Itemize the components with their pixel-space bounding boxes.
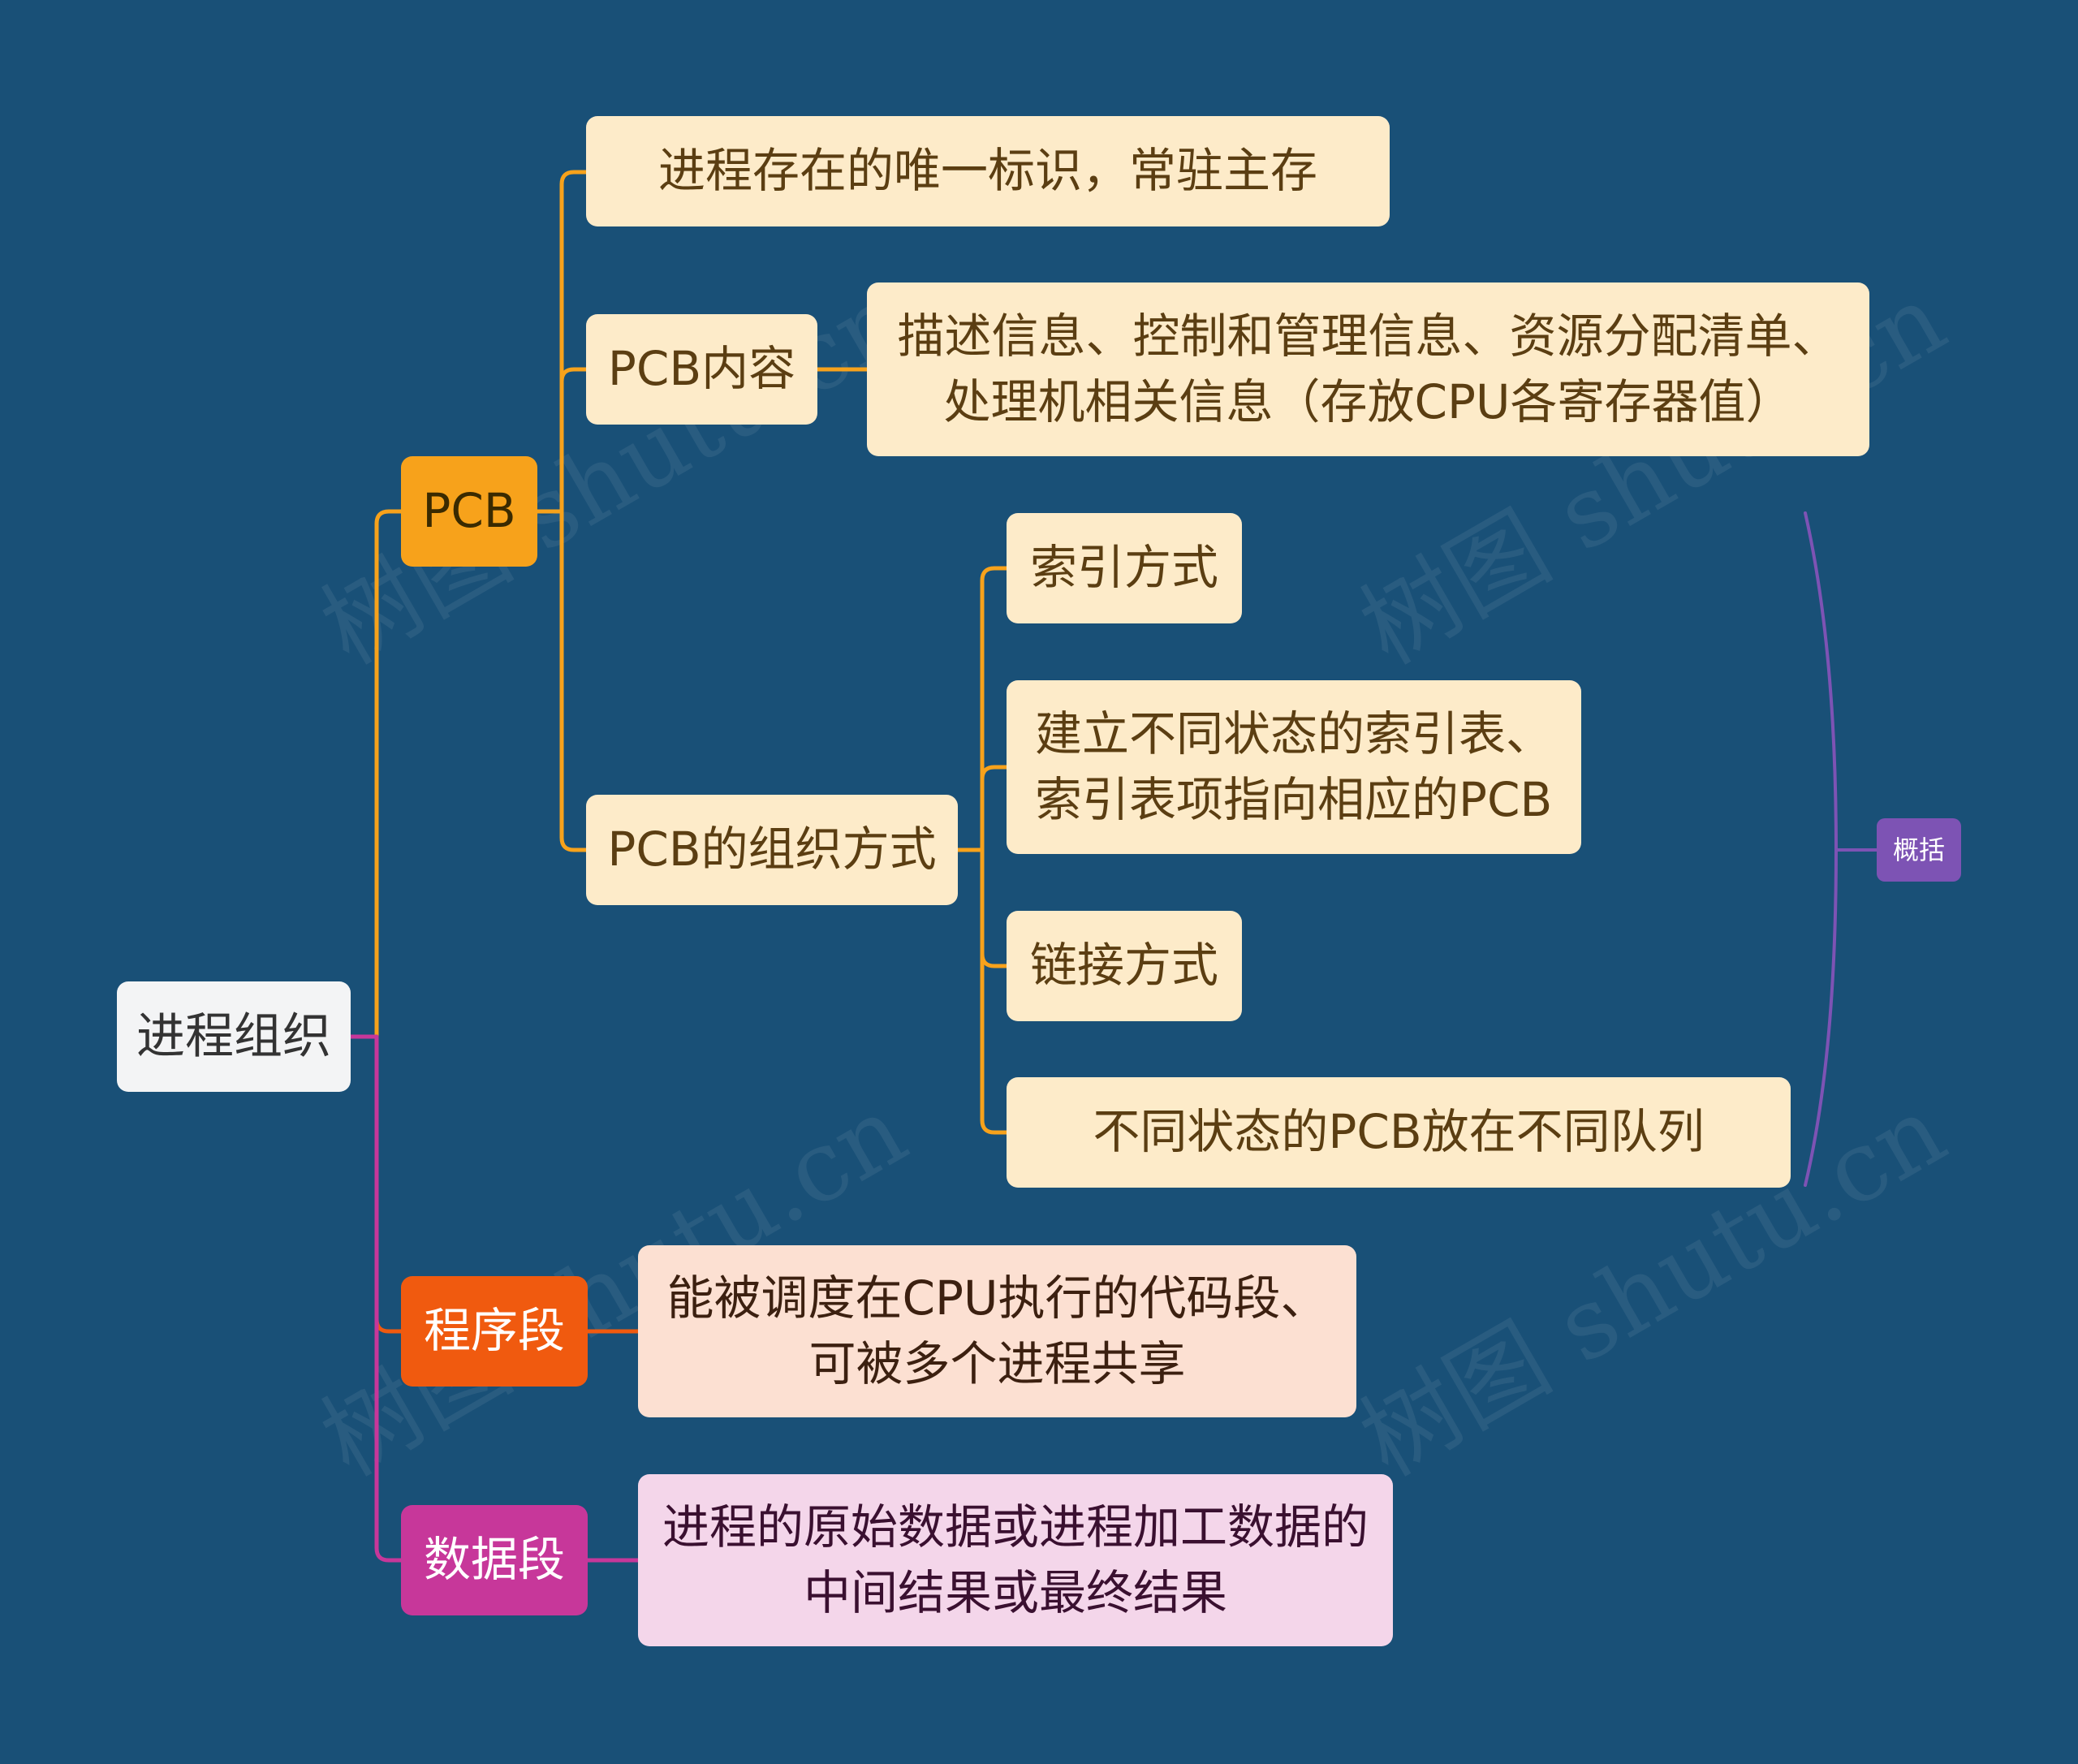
pcb-identity-node[interactable]: 进程存在的唯一标识，常驻主存 <box>586 116 1390 226</box>
link-method-detail-node[interactable]: 不同状态的PCB放在不同队列 <box>1007 1077 1791 1188</box>
summary-node[interactable]: 概括 <box>1877 818 1961 882</box>
connector-pcb-identity <box>535 170 588 514</box>
pcb-content-detail-line-2: 处理机相关信息（存放CPU各寄存器值） <box>943 374 1793 429</box>
pcb-content-node[interactable]: PCB内容 <box>586 314 817 425</box>
index-method-label: 索引方式 <box>1029 540 1218 596</box>
pcb-organization-label: PCB的组织方式 <box>607 822 937 878</box>
data-detail-line-2: 中间结果或最终结果 <box>803 1565 1227 1620</box>
connector-pcb-content <box>559 367 588 514</box>
connector-org-link <box>980 847 1009 968</box>
pcb-content-label: PCB内容 <box>607 341 796 397</box>
connector-root-prog <box>374 1034 403 1334</box>
pcb-label: PCB <box>422 483 516 539</box>
pcb-organization-node[interactable]: PCB的组织方式 <box>586 795 958 905</box>
summary-label: 概括 <box>1892 834 1945 865</box>
summary-brace <box>1804 511 1838 1187</box>
program-detail-line-1: 能被调度在CPU执行的代码段、 <box>666 1270 1328 1326</box>
link-method-detail-label: 不同状态的PCB放在不同队列 <box>1093 1104 1705 1160</box>
program-segment-detail-node[interactable]: 能被调度在CPU执行的代码段、 可被多个进程共享 <box>638 1245 1356 1417</box>
index-detail-line-1: 建立不同状态的索引表、 <box>1034 705 1553 761</box>
index-method-node[interactable]: 索引方式 <box>1007 513 1242 623</box>
program-segment-node[interactable]: 程序段 <box>401 1276 588 1387</box>
connector-root-pcb <box>348 509 403 1039</box>
connector-pcb-organization <box>559 509 588 852</box>
pcb-content-detail-node[interactable]: 描述信息、控制和管理信息、资源分配清单、 处理机相关信息（存放CPU各寄存器值） <box>867 282 1869 456</box>
connector-org-link-detail <box>980 847 1009 1135</box>
data-segment-label: 数据段 <box>423 1532 565 1588</box>
data-segment-detail-node[interactable]: 进程的原始数据或进程加工数据的 中间结果或最终结果 <box>638 1474 1393 1646</box>
data-segment-node[interactable]: 数据段 <box>401 1505 588 1615</box>
data-detail-line-1: 进程的原始数据或进程加工数据的 <box>662 1499 1369 1555</box>
index-detail-line-2: 索引表项指向相应的PCB <box>1034 772 1553 827</box>
connector-root-data <box>348 1034 403 1563</box>
pcb-content-detail-line-1: 描述信息、控制和管理信息、资源分配清单、 <box>897 308 1839 364</box>
connector-org-index <box>955 566 1009 852</box>
pcb-identity-label: 进程存在的唯一标识，常驻主存 <box>657 143 1317 199</box>
link-method-label: 链接方式 <box>1029 938 1218 994</box>
connector-org-index-detail <box>980 765 1009 852</box>
root-label: 进程组织 <box>136 1008 331 1065</box>
program-detail-line-2: 可被多个进程共享 <box>808 1336 1186 1391</box>
link-method-node[interactable]: 链接方式 <box>1007 911 1242 1021</box>
root-node[interactable]: 进程组织 <box>117 981 351 1092</box>
program-segment-label: 程序段 <box>423 1303 565 1359</box>
pcb-node[interactable]: PCB <box>401 456 537 567</box>
index-method-detail-node[interactable]: 建立不同状态的索引表、 索引表项指向相应的PCB <box>1007 680 1581 854</box>
